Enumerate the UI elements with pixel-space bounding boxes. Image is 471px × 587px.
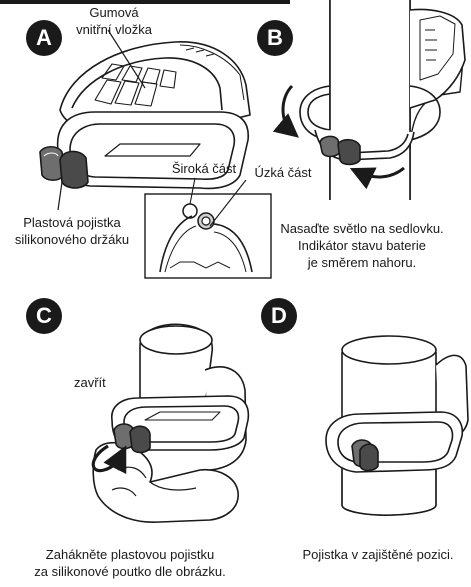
panel-c-hand-illustration [93, 324, 248, 522]
step-d-badge: D [261, 298, 297, 334]
narrow-part-label: Úzká část [244, 164, 322, 181]
wide-part-label: Široká část [164, 160, 244, 177]
step-c-caption: Zahákněte plastovou pojistku za silikono… [14, 546, 246, 580]
step-a-badge: A [26, 20, 62, 56]
clip-label: Plastová pojistka silikonového držáku [10, 214, 134, 248]
close-label: zavřít [74, 374, 134, 391]
clip-detail-inset [145, 194, 271, 278]
clip-leader [58, 182, 62, 210]
panel-d-locked-illustration [326, 336, 468, 515]
rotate-arrow-icon [283, 86, 292, 132]
step-d-caption: Pojistka v zajištěné pozici. [290, 546, 466, 563]
inner-pad-label: Gumová vnitřní vložka [58, 4, 170, 38]
step-b-badge: B [257, 20, 293, 56]
step-b-caption: Nasaďte světlo na sedlovku. Indikátor st… [262, 220, 462, 271]
panel-b-seatpost-illustration [300, 0, 465, 200]
step-c-badge: C [26, 298, 62, 334]
